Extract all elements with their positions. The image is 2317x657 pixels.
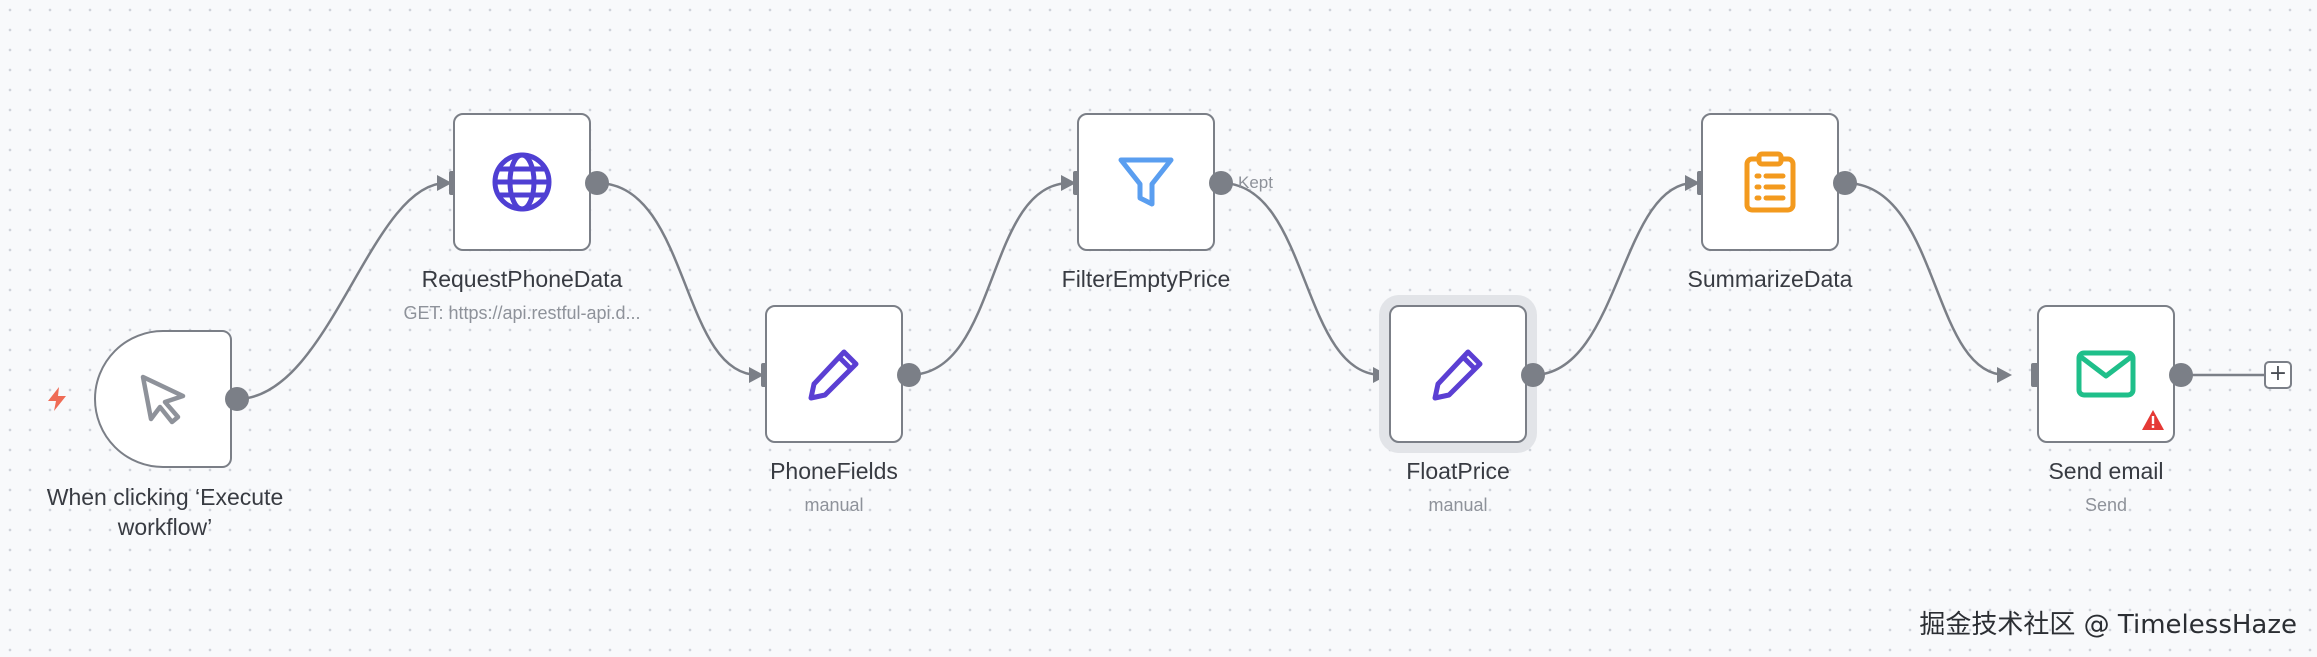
cursor-icon (129, 365, 197, 433)
arrowhead-sendemail (1997, 367, 2012, 383)
node-subtitle-phonefields: manual (804, 495, 864, 515)
arrowhead-filter (1061, 175, 1076, 191)
node-label-floatprice: FloatPrice (1406, 458, 1510, 484)
node-send-email[interactable] (2037, 305, 2175, 443)
watermark: 掘金技术社区 @ TimelessHaze (1919, 610, 2297, 640)
trigger-output-handle[interactable] (225, 387, 249, 411)
arrowhead-floatprice (1373, 367, 1388, 383)
arrowhead-request (437, 175, 452, 191)
globe-icon (488, 148, 556, 216)
node-label-phonefields: PhoneFields (770, 458, 898, 484)
request-output-handle[interactable] (585, 171, 609, 195)
node-request-phone-data[interactable] (453, 113, 591, 251)
bolt-icon (48, 387, 66, 411)
warning-icon[interactable] (2141, 409, 2165, 431)
add-node-button[interactable]: + (2264, 361, 2292, 389)
sendemail-output-handle[interactable] (2169, 363, 2193, 387)
node-phone-fields[interactable] (765, 305, 903, 443)
summarize-output-handle[interactable] (1833, 171, 1857, 195)
node-manual-trigger[interactable] (94, 330, 232, 468)
filter-output-label: Kept (1238, 173, 1273, 192)
node-subtitle-floatprice: manual (1428, 495, 1488, 515)
connection-filter-to-floatprice[interactable] (1220, 181, 1383, 377)
phonefields-output-handle[interactable] (897, 363, 921, 387)
clipboard-icon (1736, 148, 1804, 216)
connection-floatprice-to-summarize[interactable] (1532, 181, 1695, 377)
filter-output-handle[interactable] (1209, 171, 1233, 195)
node-filter-empty-price[interactable] (1077, 113, 1215, 251)
connection-trigger-to-request[interactable] (236, 181, 447, 401)
connection-phonefields-to-filter[interactable] (908, 181, 1071, 377)
envelope-icon (2072, 340, 2140, 408)
node-label-request: RequestPhoneData (421, 266, 623, 292)
floatprice-output-handle[interactable] (1521, 363, 1545, 387)
pencil-icon (1424, 340, 1492, 408)
sendemail-input-handle[interactable] (2031, 363, 2040, 387)
node-subtitle-sendemail: Send (2084, 495, 2128, 515)
node-label-summarize: SummarizeData (1687, 266, 1853, 292)
arrowhead-summarize (1685, 175, 1700, 191)
connection-request-to-phonefields[interactable] (596, 181, 759, 377)
node-float-price[interactable] (1389, 305, 1527, 443)
connection-summarize-to-sendemail[interactable] (1844, 181, 2007, 377)
node-label-sendemail: Send email (2048, 458, 2164, 484)
node-subtitle-request: GET: https://api.restful-api.d... (403, 303, 641, 323)
node-summarize-data[interactable] (1701, 113, 1839, 251)
pencil-icon (800, 340, 868, 408)
arrowhead-phonefields (749, 367, 764, 383)
node-label-trigger: When clicking ‘Execute workflow’ (46, 484, 284, 540)
node-label-filter: FilterEmptyPrice (1061, 266, 1231, 292)
funnel-icon (1112, 148, 1180, 216)
